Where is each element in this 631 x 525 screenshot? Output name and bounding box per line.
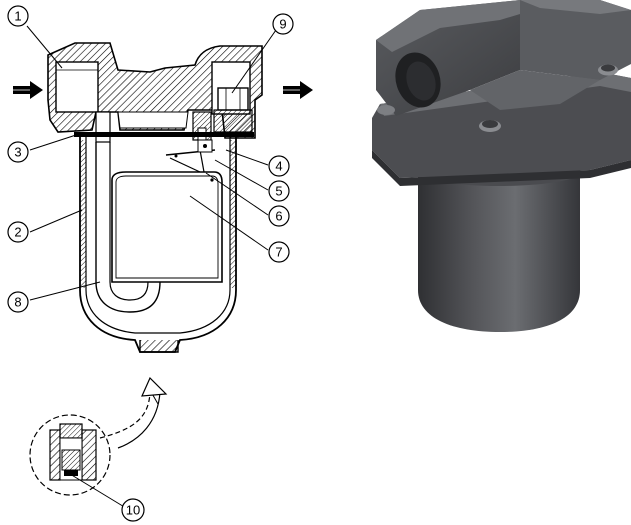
callout-6: 6 <box>268 205 290 227</box>
callout-1: 1 <box>7 5 29 27</box>
svg-text:5: 5 <box>275 184 282 199</box>
svg-text:9: 9 <box>279 17 286 32</box>
inlet-tube <box>95 142 161 313</box>
inlet-arrow-icon <box>13 81 43 99</box>
svg-text:7: 7 <box>275 245 282 260</box>
inverted-bucket <box>111 171 223 283</box>
callout-7: 7 <box>268 241 290 263</box>
detail-inset <box>29 414 111 496</box>
gasket <box>74 132 254 137</box>
bolt-heads <box>377 64 618 132</box>
svg-text:6: 6 <box>275 209 282 224</box>
detail-curved-arrow-icon <box>99 376 168 449</box>
steam-trap-render <box>372 0 631 332</box>
svg-text:8: 8 <box>14 295 21 310</box>
callout-3: 3 <box>7 141 29 163</box>
callout-10: 10 <box>121 498 145 522</box>
callout-9: 9 <box>272 13 294 35</box>
svg-text:1: 1 <box>14 9 21 24</box>
lever-mechanism <box>165 139 216 173</box>
svg-text:10: 10 <box>126 503 140 518</box>
callout-4: 4 <box>268 155 290 177</box>
callout-2: 2 <box>7 221 29 243</box>
outlet-arrow-icon <box>283 81 313 99</box>
callout-5: 5 <box>268 180 290 202</box>
callout-8: 8 <box>7 291 29 313</box>
inlet-port <box>55 61 99 113</box>
svg-text:2: 2 <box>14 225 21 240</box>
svg-text:3: 3 <box>14 145 21 160</box>
callout-leaders <box>26 25 277 509</box>
svg-text:4: 4 <box>275 159 282 174</box>
outlet-plug <box>213 87 253 133</box>
cross-section-drawing: 1 2 3 4 5 6 7 8 <box>7 5 313 522</box>
